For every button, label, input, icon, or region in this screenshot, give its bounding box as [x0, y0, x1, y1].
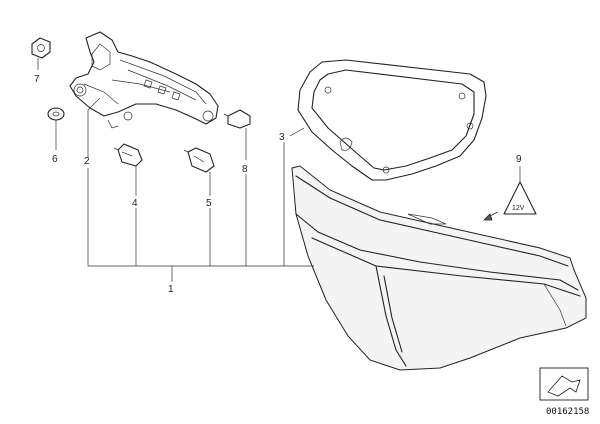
- nut-part-7: [31, 37, 51, 59]
- diagram-code: 00162158: [546, 407, 589, 417]
- callout-3: 3: [279, 132, 285, 143]
- warning-label: 12V: [483, 181, 537, 221]
- warning-label-text: 12V: [512, 205, 525, 212]
- bulb-carrier: [69, 31, 219, 129]
- washer-part-6: [47, 107, 65, 121]
- gasket: [297, 59, 487, 181]
- callout-2: 2: [84, 156, 90, 167]
- callout-9: 9: [516, 154, 522, 165]
- callout-5: 5: [206, 198, 212, 209]
- callout-4: 4: [132, 198, 138, 209]
- callout-1: 1: [168, 284, 174, 295]
- bulb-part-4: [113, 143, 143, 167]
- tail-light-housing: [291, 165, 587, 371]
- bulb-part-8: [223, 109, 251, 129]
- callout-8: 8: [242, 164, 248, 175]
- bulb-part-5: [183, 147, 215, 173]
- leader-lines: [37, 58, 521, 282]
- callout-7: 7: [34, 74, 40, 85]
- callout-6: 6: [52, 154, 58, 165]
- diagram-code-box: 00162158: [539, 367, 589, 417]
